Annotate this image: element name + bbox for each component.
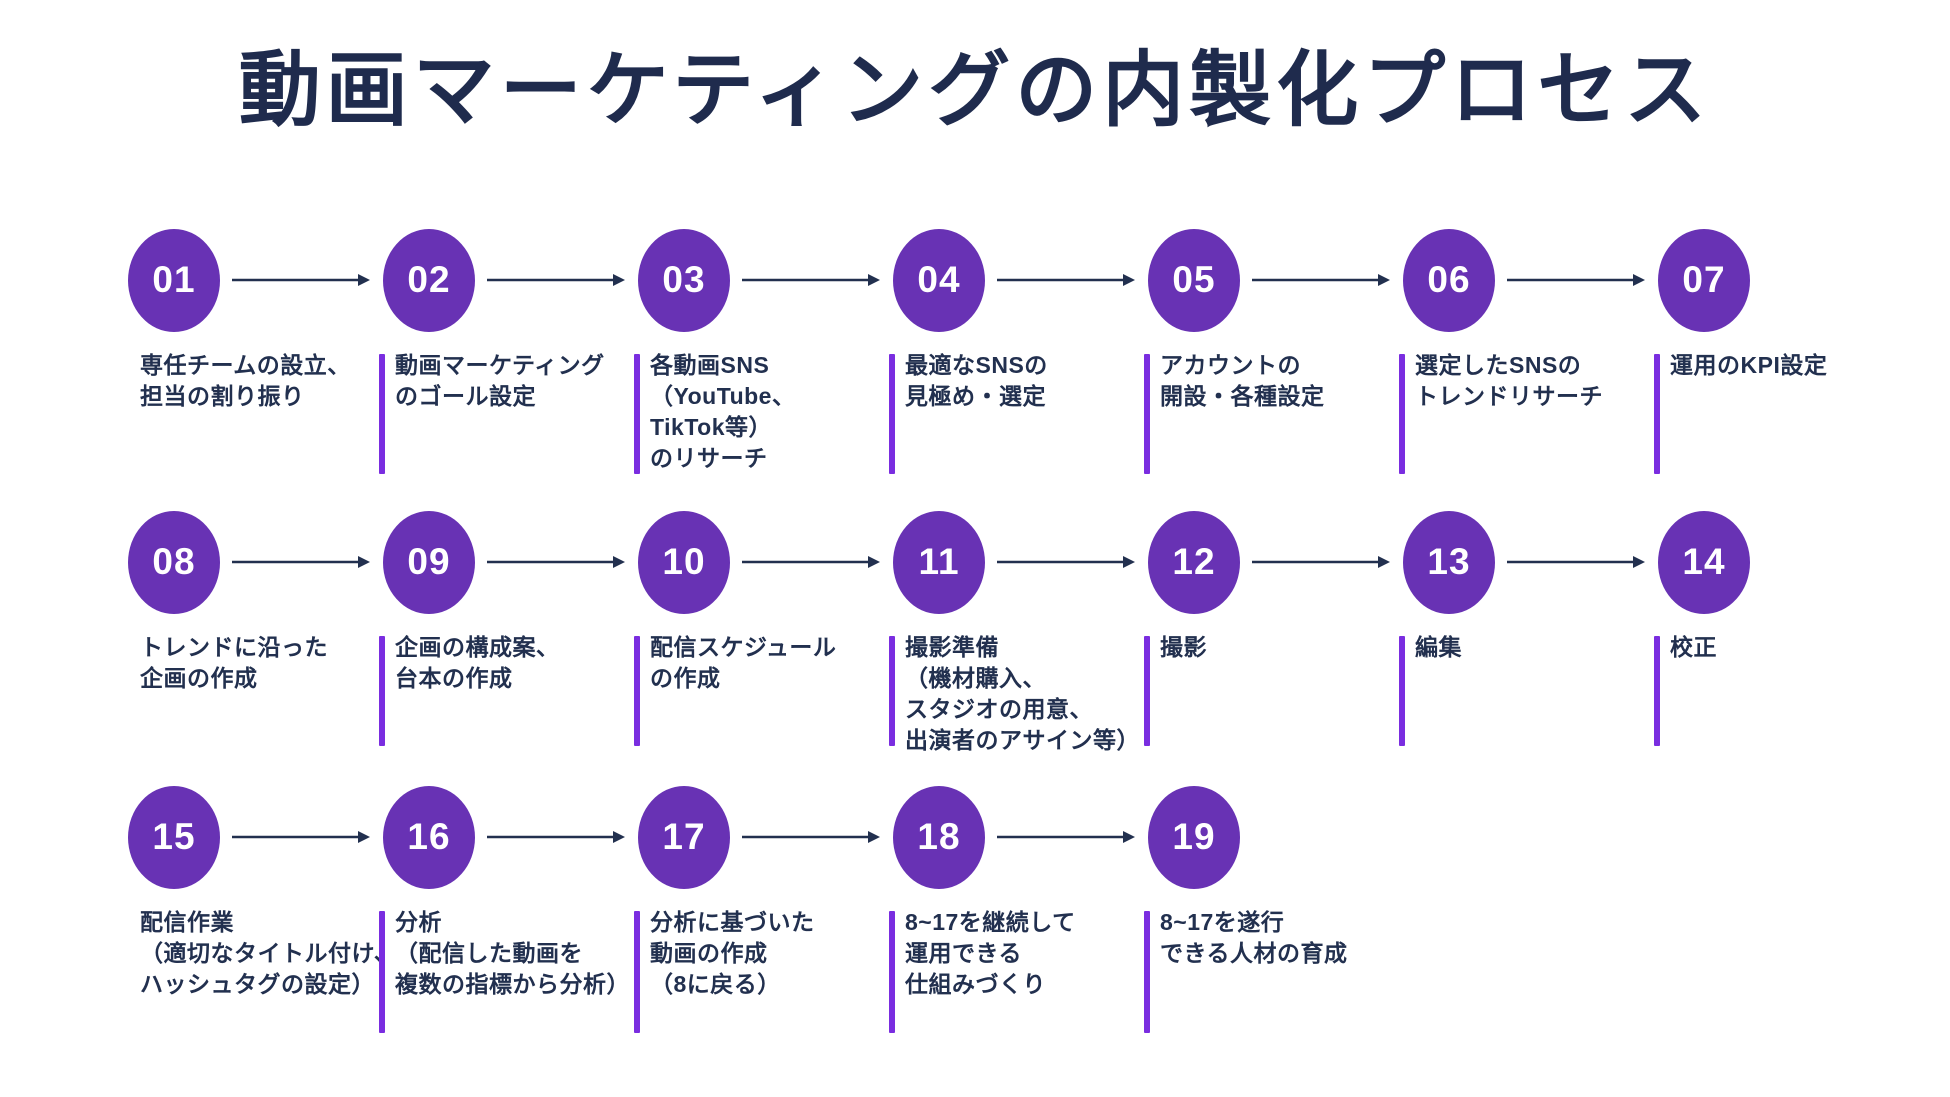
step-accent-bar bbox=[634, 911, 640, 1033]
step-number: 01 bbox=[152, 259, 196, 300]
step-label: 校正 bbox=[1670, 634, 1717, 660]
step-number: 15 bbox=[152, 816, 196, 857]
arrow-right-icon bbox=[232, 274, 370, 286]
step-accent-bar bbox=[889, 354, 895, 474]
step-number: 11 bbox=[918, 541, 960, 582]
page-title: 動画マーケティングの内製化プロセス bbox=[238, 45, 1712, 136]
step-circle: 10 bbox=[638, 510, 730, 614]
step-number: 03 bbox=[662, 259, 706, 300]
step-number: 17 bbox=[662, 816, 706, 857]
arrow-right-icon bbox=[997, 556, 1135, 568]
step-label: 配信スケジュール の作成 bbox=[650, 634, 837, 691]
step-accent-bar bbox=[379, 354, 385, 474]
step-accent-bar bbox=[1399, 354, 1405, 474]
arrow-right-icon bbox=[742, 556, 880, 568]
step-number: 14 bbox=[1682, 541, 1726, 582]
step-number: 12 bbox=[1172, 541, 1216, 582]
step-number: 19 bbox=[1172, 816, 1216, 857]
step-label: 最適なSNSの 見極め・選定 bbox=[905, 352, 1048, 409]
step-label: 8~17を継続して 運用できる 仕組みづくり bbox=[905, 909, 1076, 997]
step-circle: 11 bbox=[893, 510, 985, 614]
arrow-right-icon bbox=[742, 274, 880, 286]
step-accent-bar bbox=[1654, 636, 1660, 746]
step-label: 動画マーケティング のゴール設定 bbox=[395, 352, 605, 409]
step-accent-bar bbox=[1654, 354, 1660, 474]
arrow-right-icon bbox=[232, 831, 370, 843]
step-circle: 08 bbox=[128, 510, 220, 614]
step-accent-bar bbox=[889, 911, 895, 1033]
step-label: 選定したSNSの トレンドリサーチ bbox=[1415, 352, 1603, 409]
step-number: 07 bbox=[1682, 259, 1726, 300]
step-accent-bar bbox=[1144, 354, 1150, 474]
arrow-right-icon bbox=[997, 831, 1135, 843]
step-circle: 16 bbox=[383, 785, 475, 889]
step-number: 05 bbox=[1172, 259, 1216, 300]
step-circle: 02 bbox=[383, 228, 475, 332]
arrow-right-icon bbox=[742, 831, 880, 843]
step-label: トレンドに沿った 企画の作成 bbox=[140, 634, 328, 691]
step-label: 8~17を遂行 できる人材の育成 bbox=[1160, 909, 1348, 966]
step-accent-bar bbox=[1144, 911, 1150, 1033]
step-number: 18 bbox=[917, 816, 961, 857]
step-circle: 06 bbox=[1403, 228, 1495, 332]
step-label: 各動画SNS （YouTube、 TikTok等） のリサーチ bbox=[650, 352, 796, 471]
step-label: 撮影 bbox=[1160, 634, 1207, 660]
step-circle: 14 bbox=[1658, 510, 1750, 614]
step-label: 撮影準備 （機材購入、 スタジオの用意、 出演者のアサイン等） bbox=[905, 634, 1140, 753]
arrow-right-icon bbox=[1252, 274, 1390, 286]
step-number: 09 bbox=[407, 541, 451, 582]
step-number: 06 bbox=[1427, 259, 1471, 300]
step-circle: 01 bbox=[128, 228, 220, 332]
arrow-right-icon bbox=[997, 274, 1135, 286]
step-label: 専任チームの設立、 担当の割り振り bbox=[140, 352, 351, 409]
step-label: 配信作業 （適切なタイトル付け、 ハッシュタグの設定） bbox=[140, 909, 398, 997]
arrow-right-icon bbox=[487, 831, 625, 843]
step-number: 08 bbox=[152, 541, 196, 582]
step-circle: 07 bbox=[1658, 228, 1750, 332]
step-circle: 13 bbox=[1403, 510, 1495, 614]
step-number: 16 bbox=[407, 816, 451, 857]
step-accent-bar bbox=[634, 354, 640, 474]
step-circle: 03 bbox=[638, 228, 730, 332]
step-circle: 04 bbox=[893, 228, 985, 332]
step-circle: 15 bbox=[128, 785, 220, 889]
step-label: 分析に基づいた 動画の作成 （8に戻る） bbox=[650, 909, 815, 997]
step-label: アカウントの 開設・各種設定 bbox=[1160, 352, 1325, 409]
arrow-right-icon bbox=[487, 556, 625, 568]
arrow-right-icon bbox=[1252, 556, 1390, 568]
step-circle: 19 bbox=[1148, 785, 1240, 889]
step-label: 運用のKPI設定 bbox=[1670, 352, 1828, 378]
step-number: 10 bbox=[662, 541, 706, 582]
step-number: 02 bbox=[407, 259, 451, 300]
arrow-right-icon bbox=[1507, 556, 1645, 568]
step-number: 13 bbox=[1427, 541, 1471, 582]
step-accent-bar bbox=[634, 636, 640, 746]
step-accent-bar bbox=[1144, 636, 1150, 746]
step-accent-bar bbox=[379, 911, 385, 1033]
step-label: 企画の構成案、 台本の作成 bbox=[395, 634, 560, 691]
step-label: 編集 bbox=[1415, 634, 1462, 660]
step-accent-bar bbox=[379, 636, 385, 746]
step-circle: 12 bbox=[1148, 510, 1240, 614]
step-accent-bar bbox=[889, 636, 895, 746]
step-label: 分析 （配信した動画を 複数の指標から分析） bbox=[395, 909, 630, 997]
step-circle: 18 bbox=[893, 785, 985, 889]
arrow-right-icon bbox=[1507, 274, 1645, 286]
step-circle: 05 bbox=[1148, 228, 1240, 332]
arrow-right-icon bbox=[487, 274, 625, 286]
step-accent-bar bbox=[1399, 636, 1405, 746]
arrow-right-icon bbox=[232, 556, 370, 568]
step-circle: 09 bbox=[383, 510, 475, 614]
step-number: 04 bbox=[917, 259, 961, 300]
step-circle: 17 bbox=[638, 785, 730, 889]
